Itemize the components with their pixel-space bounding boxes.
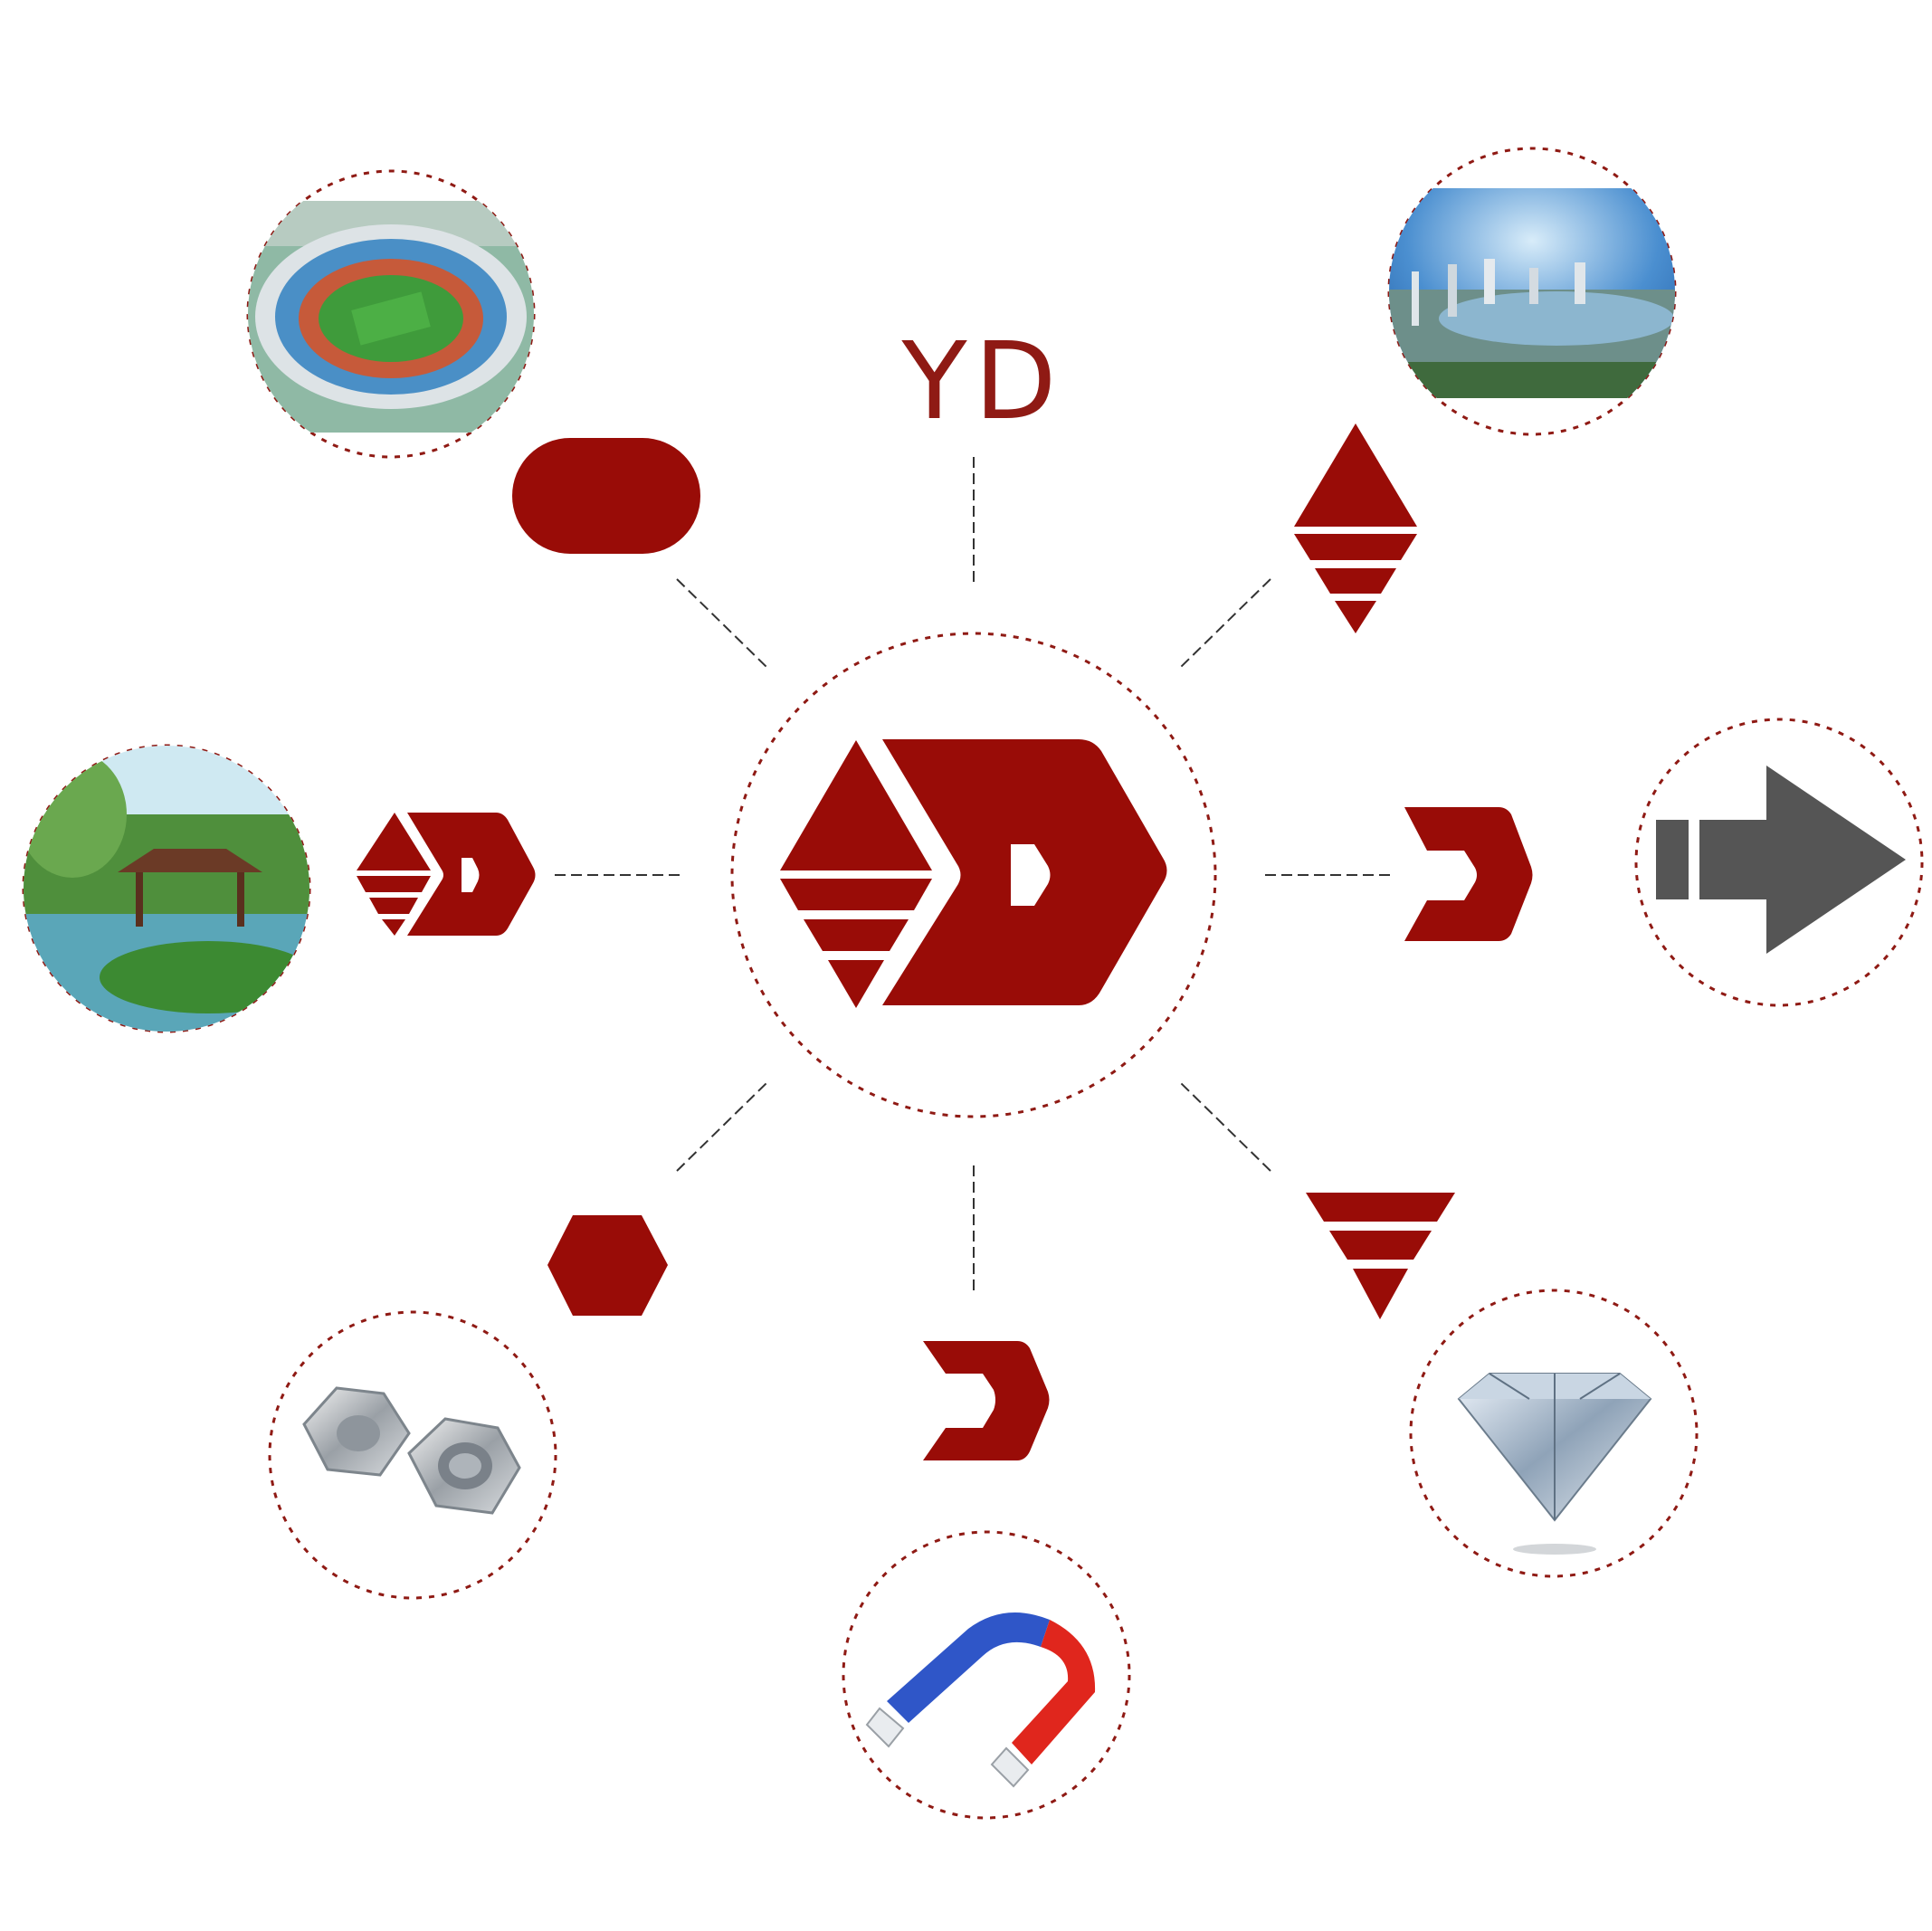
rounded-bar-icon	[512, 438, 700, 554]
chevron-icon-bottom	[923, 1341, 1050, 1460]
stadium-photo	[246, 169, 536, 459]
connector-top-right	[1179, 578, 1271, 669]
central-diamond-stripes	[780, 740, 932, 1008]
central-logo-ring	[730, 632, 1217, 1118]
brand-text: YD	[901, 319, 1064, 443]
garden-pavilion-photo	[22, 744, 311, 1033]
central-d-shape	[882, 739, 1167, 1005]
city-river-photo	[1387, 147, 1677, 436]
horseshoe-magnet-photo	[842, 1530, 1131, 1820]
connector-lines	[555, 457, 1392, 1294]
small-logo-icon	[357, 813, 536, 936]
chevron-icon-right	[1404, 807, 1533, 941]
diamond-photo	[1409, 1289, 1699, 1578]
connector-bottom-left	[676, 1081, 768, 1172]
hexagon-icon	[547, 1215, 668, 1316]
striped-triangle-icon	[1306, 1193, 1455, 1319]
connector-top-left	[676, 578, 768, 669]
gray-arrow-icon	[1634, 718, 1924, 1007]
striped-diamond-icon	[1294, 423, 1417, 633]
central-logo	[730, 632, 1217, 1118]
connector-bottom-right	[1179, 1081, 1271, 1172]
hex-nuts-photo	[268, 1310, 557, 1600]
